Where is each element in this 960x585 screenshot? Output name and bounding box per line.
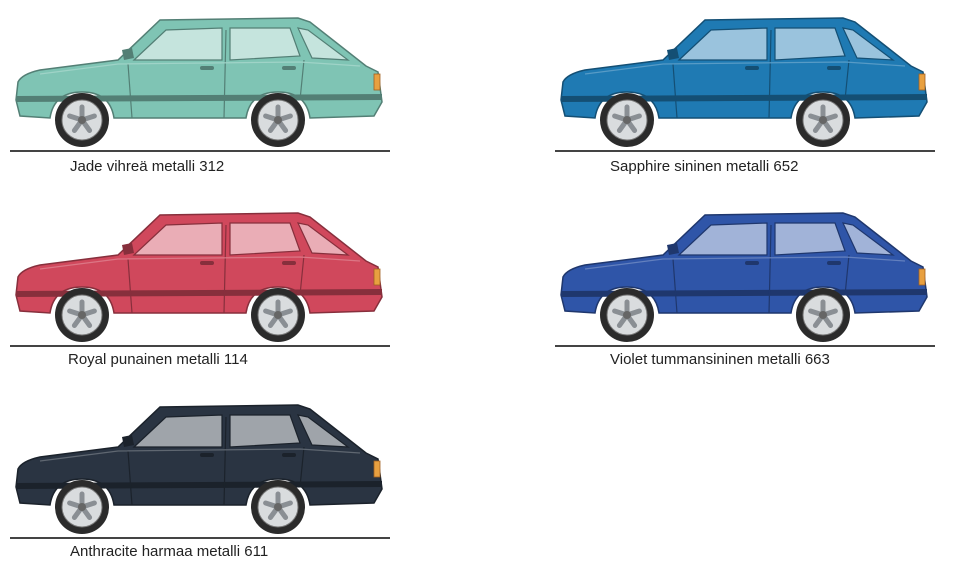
tail-window [296,27,350,61]
tail-light [918,268,926,286]
door-line [223,416,227,506]
wheel [600,93,654,147]
door-handle [827,261,841,265]
rear-window [774,222,846,256]
tail-light [373,268,381,286]
door-handle [827,66,841,70]
tail-light [918,73,926,91]
tail-window [296,222,350,256]
car-illustration-sapphire [555,17,935,152]
wheel [796,288,850,342]
car-illustration-jade [10,17,390,152]
wheel [55,288,109,342]
door-line [223,29,227,119]
mirror [122,48,134,60]
color-caption-anthracite: Anthracite harmaa metalli 611 [70,543,269,560]
door-line [768,224,772,314]
front-window [132,222,223,256]
car-swatch-violet: Violet tummansininen metalli 663 [555,203,960,393]
car-swatch-jade: Jade vihreä metalli 312 [10,8,430,198]
car-illustration-royal [10,212,390,347]
wheel [796,93,850,147]
wheel [600,288,654,342]
door-line [672,63,678,119]
wheel [251,93,305,147]
door-line [768,29,772,119]
color-caption-royal: Royal punainen metalli 114 [68,351,248,368]
mirror [122,243,134,255]
wheel [251,288,305,342]
door-handle [282,66,296,70]
highlight [39,61,361,75]
color-caption-jade: Jade vihreä metalli 312 [70,158,225,175]
mirror [667,48,679,60]
door-line [299,254,305,296]
highlight [39,256,361,270]
wheel [251,480,305,534]
tail-light [373,460,381,478]
tail-window [296,414,350,448]
car-illustration-violet [555,212,935,347]
mirror [122,435,134,447]
wheel [55,480,109,534]
front-window [132,27,223,61]
color-caption-sapphire: Sapphire sininen metalli 652 [610,158,799,175]
door-handle [745,66,759,70]
door-line [844,59,850,101]
door-handle [200,261,214,265]
highlight [39,448,361,462]
door-line [127,63,133,119]
door-line [127,258,133,314]
door-handle [200,453,214,457]
front-window [677,27,768,61]
car-swatch-royal: Royal punainen metalli 114 [10,203,430,393]
door-handle [282,453,296,457]
front-window [132,414,223,448]
door-handle [200,66,214,70]
tail-light [373,73,381,91]
door-line [844,254,850,296]
door-line [223,224,227,314]
car-illustration-anthracite [10,404,390,539]
mirror [667,243,679,255]
tail-window [841,222,895,256]
wheel [55,93,109,147]
door-line [127,450,133,506]
highlight [584,256,906,270]
door-handle [282,261,296,265]
rear-window [774,27,846,61]
car-swatch-sapphire: Sapphire sininen metalli 652 [555,8,960,198]
car-swatch-anthracite: Anthracite harmaa metalli 611 [10,395,430,585]
tail-window [841,27,895,61]
door-handle [745,261,759,265]
rear-window [229,414,301,448]
front-window [677,222,768,256]
door-line [672,258,678,314]
color-caption-violet: Violet tummansininen metalli 663 [610,351,830,368]
highlight [584,61,906,75]
rear-window [229,222,301,256]
rear-window [229,27,301,61]
door-line [299,446,305,488]
door-line [299,59,305,101]
